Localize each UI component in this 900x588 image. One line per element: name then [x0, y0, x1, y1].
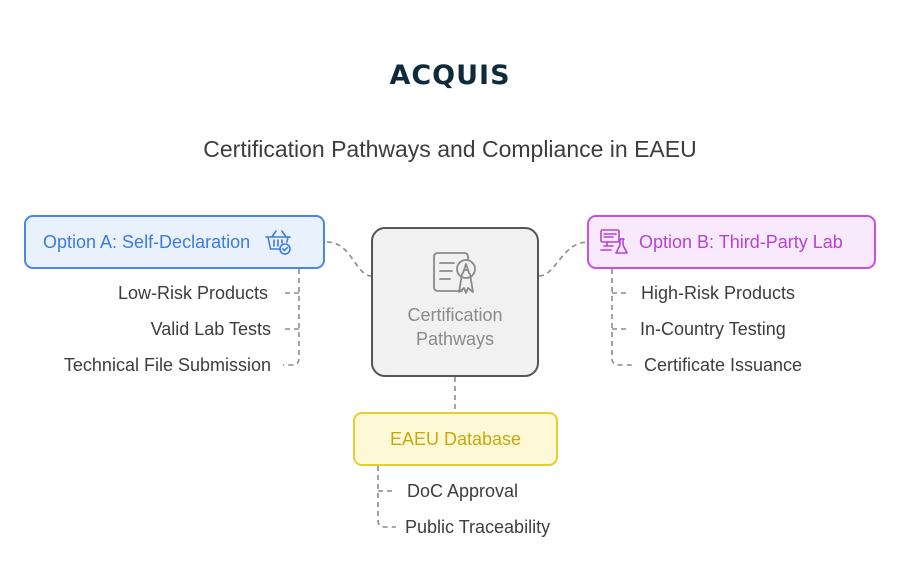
- database-item: Public Traceability: [405, 517, 551, 537]
- option-a-box: Option A: Self-Declaration: [24, 215, 325, 269]
- center-label-line-2: Pathways: [415, 329, 495, 349]
- option-a-item: Technical File Submission: [63, 355, 271, 375]
- certificate-icon: [428, 247, 482, 297]
- database-label: EAEU Database: [389, 428, 522, 449]
- option-b-box: Option B: Third-Party Lab: [587, 215, 876, 269]
- option-b-item: High-Risk Products: [641, 283, 796, 303]
- lab-computer-icon: [599, 227, 629, 257]
- certification-pathways-box: Certification Pathways: [371, 227, 539, 377]
- basket-check-icon: [263, 227, 293, 257]
- diagram-title: Certification Pathways and Compliance in…: [203, 136, 697, 162]
- option-b-item: In-Country Testing: [640, 319, 786, 339]
- option-b-item: Certificate Issuance: [644, 355, 803, 375]
- connector-database-trunk: [377, 466, 396, 528]
- option-a-item: Valid Lab Tests: [150, 319, 271, 339]
- database-item: DoC Approval: [407, 481, 519, 501]
- connector-center-option-b: [538, 241, 589, 277]
- option-a-label: Option A: Self-Declaration: [43, 231, 251, 252]
- connector-option-b-trunk: [611, 269, 632, 366]
- connector-center-option-a: [326, 241, 373, 277]
- center-label-line-1: Certification: [407, 305, 503, 325]
- option-a-item: Low-Risk Products: [117, 283, 268, 303]
- connector-option-a-trunk: [283, 269, 300, 366]
- logo: ACQUIS: [389, 60, 511, 91]
- option-b-label: Option B: Third-Party Lab: [639, 231, 843, 252]
- eaeu-database-box: EAEU Database: [353, 412, 558, 466]
